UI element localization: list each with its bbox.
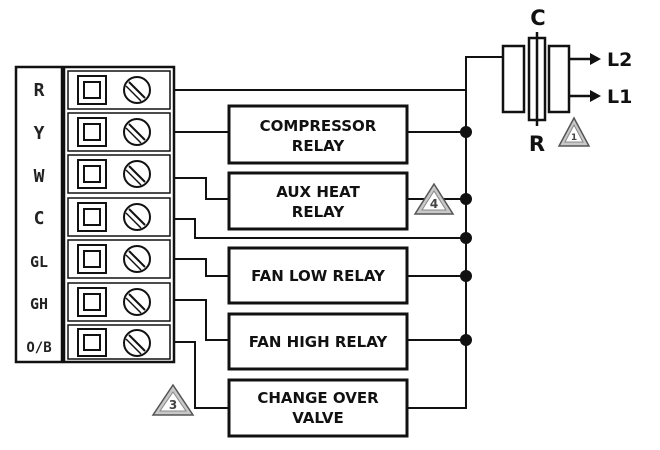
compressor-relay-label-line2: RELAY	[292, 137, 346, 155]
wire-gh	[174, 299, 229, 341]
screw-icon	[123, 245, 151, 273]
wire-gl	[174, 258, 229, 277]
fan-low-relay-label: FAN LOW RELAY	[251, 267, 386, 285]
fan-high-relay-label: FAN HIGH RELAY	[249, 333, 389, 351]
power-label-l2: L2	[607, 49, 632, 71]
terminal-row-gh	[67, 282, 171, 322]
aux-heat-relay-label-line2: RELAY	[292, 203, 346, 221]
screw-icon	[123, 329, 151, 357]
terminal-row-r	[67, 70, 171, 110]
wire-c	[174, 218, 466, 239]
terminal-note-number: 3	[169, 398, 177, 412]
terminal-label-c: C	[34, 208, 45, 229]
transformer-label-r: R	[529, 132, 545, 156]
terminal-label-y: Y	[34, 123, 45, 144]
terminal-square-icon	[77, 244, 107, 274]
terminal-square-icon	[77, 75, 107, 105]
fan-high-relay-box	[227, 312, 409, 371]
junction-dot	[460, 126, 472, 138]
junction-dot	[460, 232, 472, 244]
arrow-right-icon	[590, 53, 601, 65]
screw-icon	[123, 76, 151, 104]
warning-triangle-icon: 4	[413, 182, 455, 215]
change-over-valve-box	[227, 378, 409, 438]
power-label-l1: L1	[607, 86, 632, 108]
compressor-relay-box	[227, 104, 409, 165]
screw-icon	[123, 203, 151, 231]
transformer-note-number: 1	[571, 133, 577, 143]
terminal-row-gl	[67, 239, 171, 279]
compressor-relay-label-line1: COMPRESSOR	[260, 117, 377, 135]
junction-dot	[460, 193, 472, 205]
terminal-square-icon	[77, 202, 107, 232]
wire-ob	[174, 341, 229, 409]
terminal-label-gl: GL	[30, 253, 48, 271]
terminal-row-c	[67, 197, 171, 237]
terminal-square-icon	[77, 328, 107, 357]
screw-icon	[123, 160, 151, 188]
terminal-label-gh: GH	[30, 295, 48, 313]
transformer-label-c: C	[530, 6, 545, 30]
terminal-row-w	[67, 154, 171, 194]
aux-heat-relay-label-line1: AUX HEAT	[276, 183, 360, 201]
aux-heat-relay-box	[227, 171, 409, 231]
junction-dot	[460, 334, 472, 346]
terminal-square-icon	[77, 287, 107, 317]
junction-dot	[460, 270, 472, 282]
terminal-label-panel	[14, 65, 64, 364]
wire-w	[174, 177, 229, 200]
wire-r	[174, 56, 505, 91]
warning-triangle-icon: 3	[151, 383, 195, 416]
transformer	[466, 32, 571, 126]
aux-heat-note-number: 4	[430, 197, 438, 211]
terminal-label-ob: O/B	[26, 340, 51, 356]
screw-icon	[123, 288, 151, 316]
terminal-square-icon	[77, 117, 107, 147]
arrow-right-icon	[590, 90, 601, 102]
terminal-label-r: R	[34, 80, 45, 101]
terminal-label-w: W	[34, 166, 45, 187]
change-over-valve-label-line1: CHANGE OVER	[257, 389, 379, 407]
change-over-valve-label-line2: VALVE	[292, 409, 344, 427]
terminal-row-ob	[67, 324, 171, 360]
terminal-square-icon	[77, 159, 107, 189]
warning-triangle-icon: 1	[557, 116, 591, 147]
terminal-row-y	[67, 112, 171, 152]
wire-valve-to-bus	[407, 90, 467, 409]
screw-icon	[123, 118, 151, 146]
